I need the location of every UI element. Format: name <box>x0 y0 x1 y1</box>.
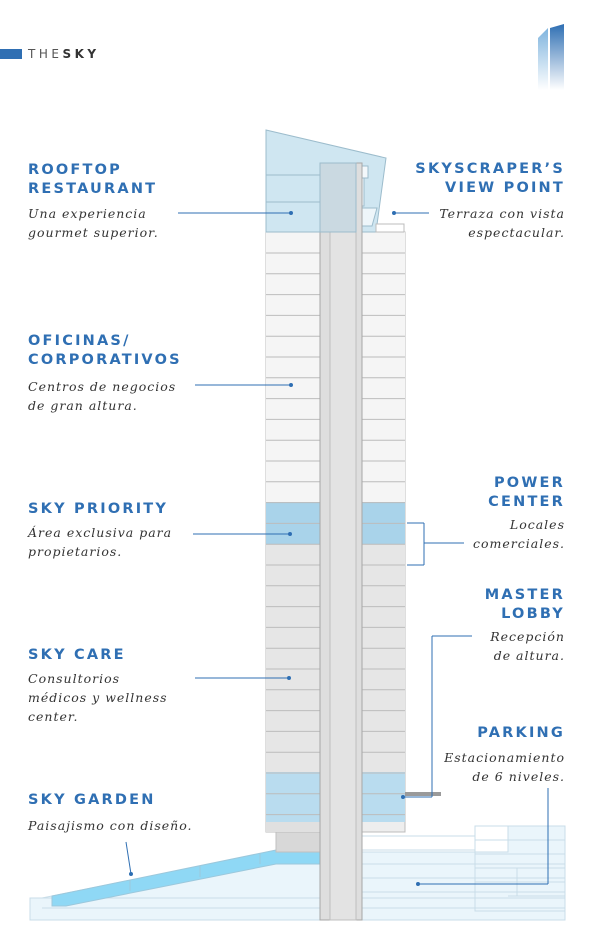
viewpoint-title: SKYSCRAPER’S VIEW POINT <box>415 161 565 196</box>
care-title: SKY CARE <box>28 647 126 663</box>
tower-logo-icon <box>538 24 564 90</box>
priority-desc: Área exclusiva para propietarios. <box>28 525 173 559</box>
offices-desc: Centros de negocios de gran altura. <box>28 379 177 413</box>
rooftop-title: ROOFTOP RESTAURANT <box>28 162 158 197</box>
lobby-title: MASTER LOBBY <box>484 587 565 622</box>
care-desc: Consultorios médicos y wellness center. <box>28 671 168 724</box>
lobby-desc: Recepción de altura. <box>490 629 565 663</box>
power-desc: Locales comerciales. <box>473 517 565 551</box>
garden-desc: Paisajismo con diseño. <box>28 818 193 833</box>
garden-title: SKY GARDEN <box>28 792 156 808</box>
parking-title: PARKING <box>477 725 565 741</box>
brand-bar <box>0 49 22 59</box>
parking-desc: Estacionamiento de 6 niveles. <box>444 750 565 784</box>
rooftop-desc: Una experiencia gourmet superior. <box>28 206 159 240</box>
offices-title: OFICINAS/ CORPORATIVOS <box>28 333 182 368</box>
power-title: POWER CENTER <box>488 475 565 510</box>
brand-wordmark: THESKY <box>28 47 100 61</box>
leader-lines <box>125 211 549 886</box>
viewpoint-desc: Terraza con vista espectacular. <box>439 206 565 240</box>
podium <box>275 829 321 853</box>
priority-title: SKY PRIORITY <box>28 501 169 517</box>
brand-logo: THESKY <box>0 47 100 61</box>
